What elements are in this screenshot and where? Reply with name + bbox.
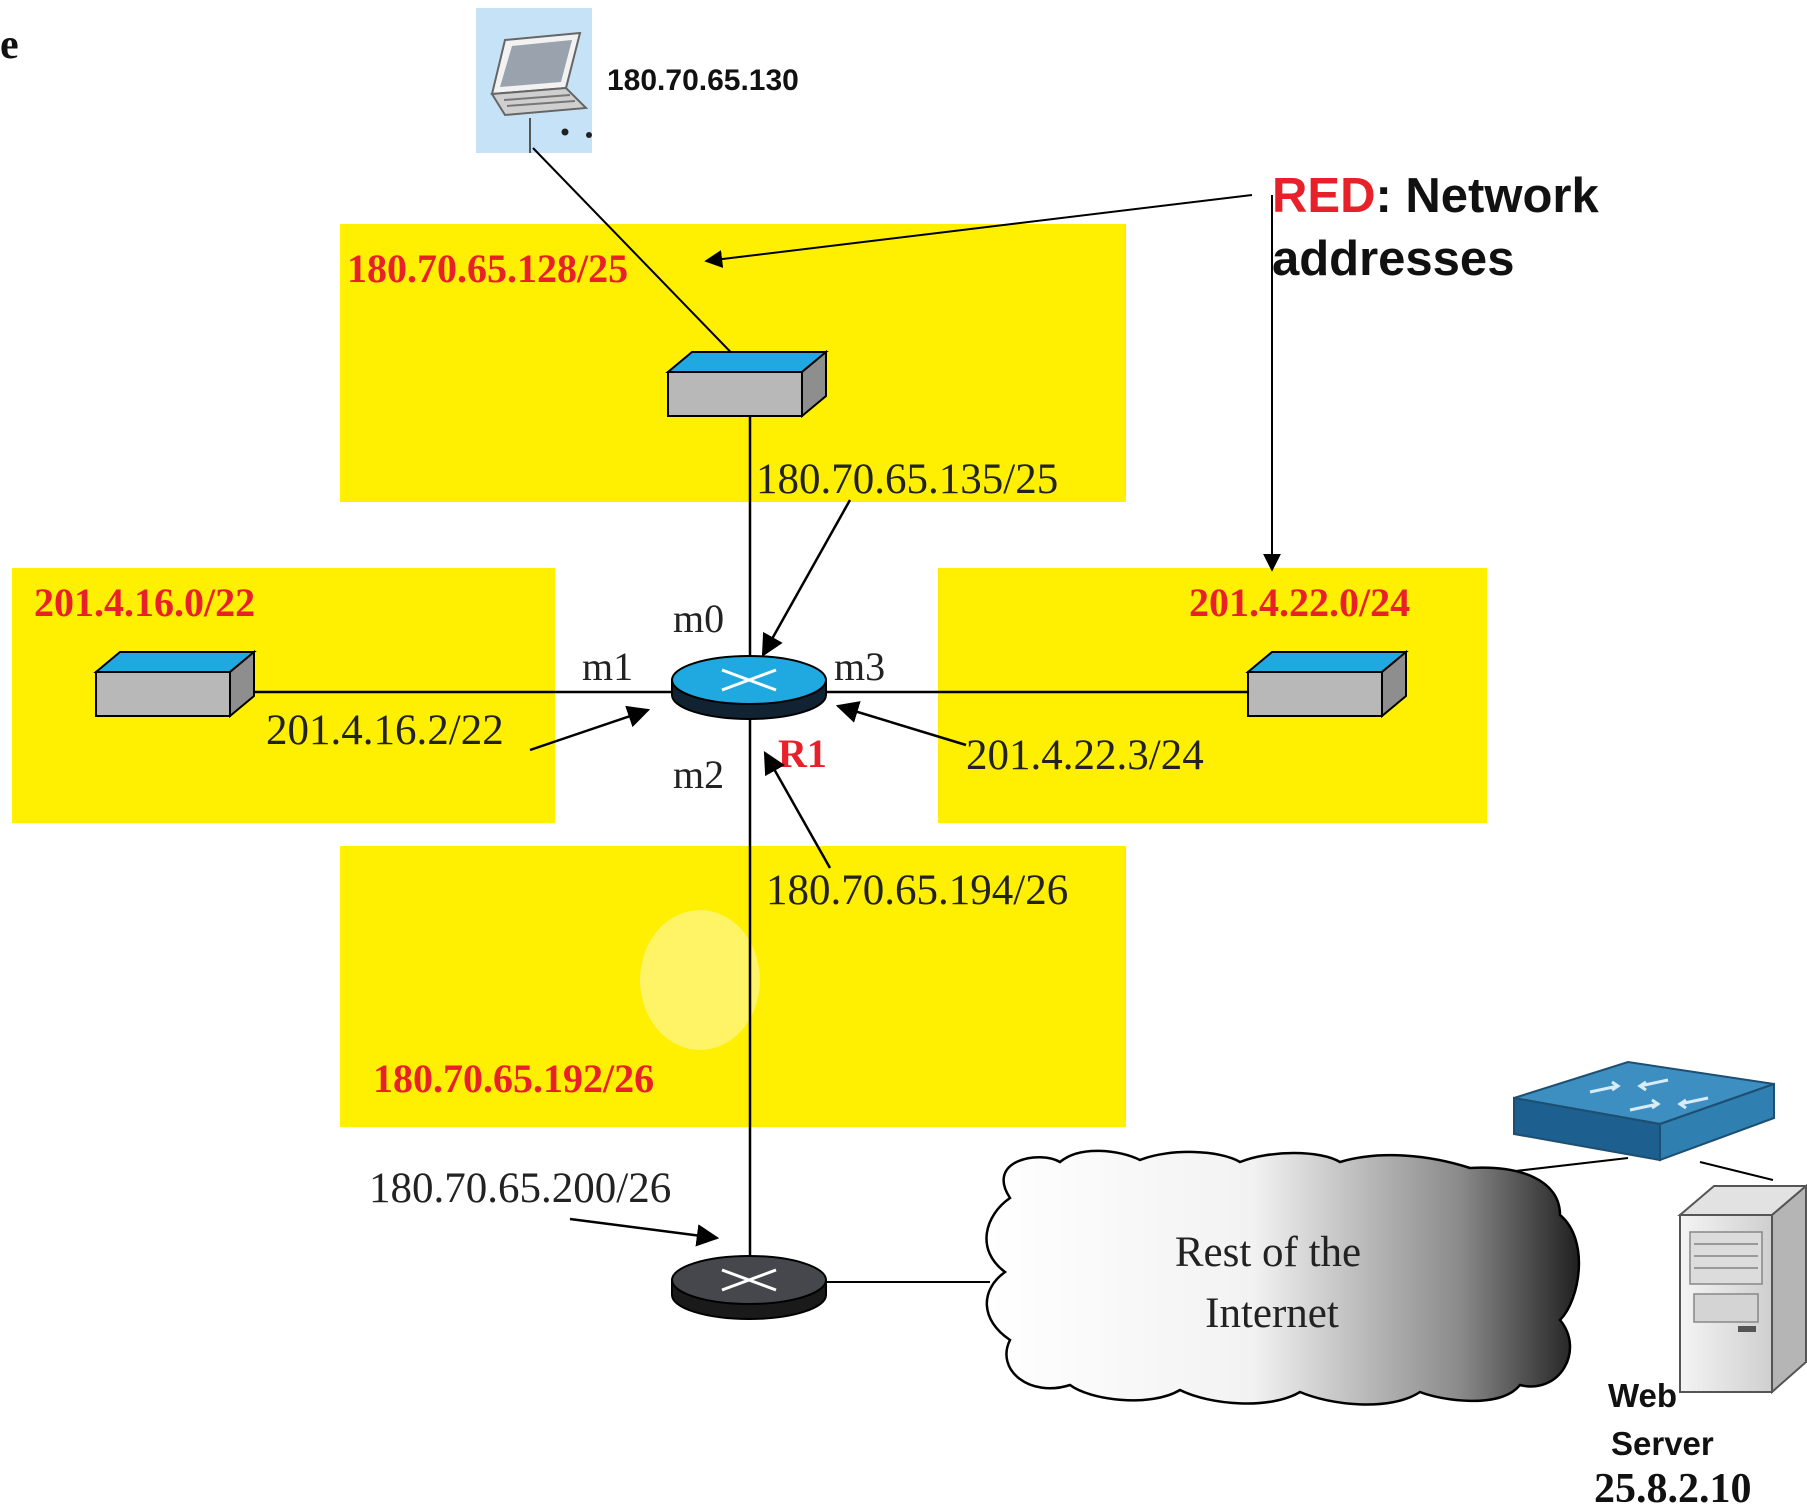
interface-ip-m2: 180.70.65.194/26 <box>766 867 1068 914</box>
port-label-m1: m1 <box>582 644 633 689</box>
arrow-m2 <box>763 751 832 869</box>
region-smudge <box>640 910 760 1050</box>
network-label-top: 180.70.65.128/25 <box>347 246 628 291</box>
port-label-m3: m3 <box>834 644 885 689</box>
network-label-bottom: 180.70.65.192/26 <box>373 1056 654 1101</box>
interface-ip-gateway: 180.70.65.200/26 <box>369 1165 671 1212</box>
arrow-m3 <box>835 701 967 747</box>
network-label-right: 201.4.22.0/24 <box>1189 580 1410 625</box>
interface-ip-m1: 201.4.16.2/22 <box>266 707 504 754</box>
port-label-m2: m2 <box>673 752 724 797</box>
gateway-router-icon <box>671 1255 827 1320</box>
server-ip-label: 25.8.2.10 <box>1594 1466 1752 1509</box>
cloud-label-line2: Internet <box>1205 1290 1339 1337</box>
blue-switch-icon <box>1513 1060 1775 1162</box>
laptop-icon <box>476 8 592 153</box>
arrow-m0 <box>761 499 852 657</box>
legend-rest: : Network <box>1375 169 1599 223</box>
switch-icon-top <box>665 349 829 419</box>
corner-fragment: e <box>0 22 19 68</box>
port-label-m0: m0 <box>673 596 724 641</box>
host-link <box>532 147 749 371</box>
internet-cloud-icon <box>985 1149 1581 1406</box>
legend-arrow-top <box>704 194 1253 268</box>
switch-icon-right <box>1245 649 1409 719</box>
interface-ip-m3: 201.4.22.3/24 <box>966 732 1204 779</box>
interface-ip-m0: 180.70.65.135/25 <box>756 456 1058 503</box>
web-server-icon <box>1677 1183 1807 1395</box>
arrow-m1 <box>529 705 651 752</box>
legend-red-word: RED <box>1272 169 1375 223</box>
network-label-left: 201.4.16.0/22 <box>34 580 255 625</box>
server-label-line1: Web <box>1608 1377 1677 1414</box>
switch-icon-left <box>93 649 257 719</box>
cloud-label-line1: Rest of the <box>1175 1229 1361 1276</box>
link-switch-server <box>1699 1161 1774 1181</box>
router-r1-icon <box>671 655 827 720</box>
server-label-line2: Server <box>1611 1425 1714 1462</box>
router-name-label: R1 <box>778 731 827 776</box>
arrow-gateway <box>569 1217 720 1247</box>
legend-title: RED: Network <box>1272 169 1599 223</box>
host-ip-label: 180.70.65.130 <box>607 64 799 97</box>
legend-line2: addresses <box>1272 232 1514 286</box>
